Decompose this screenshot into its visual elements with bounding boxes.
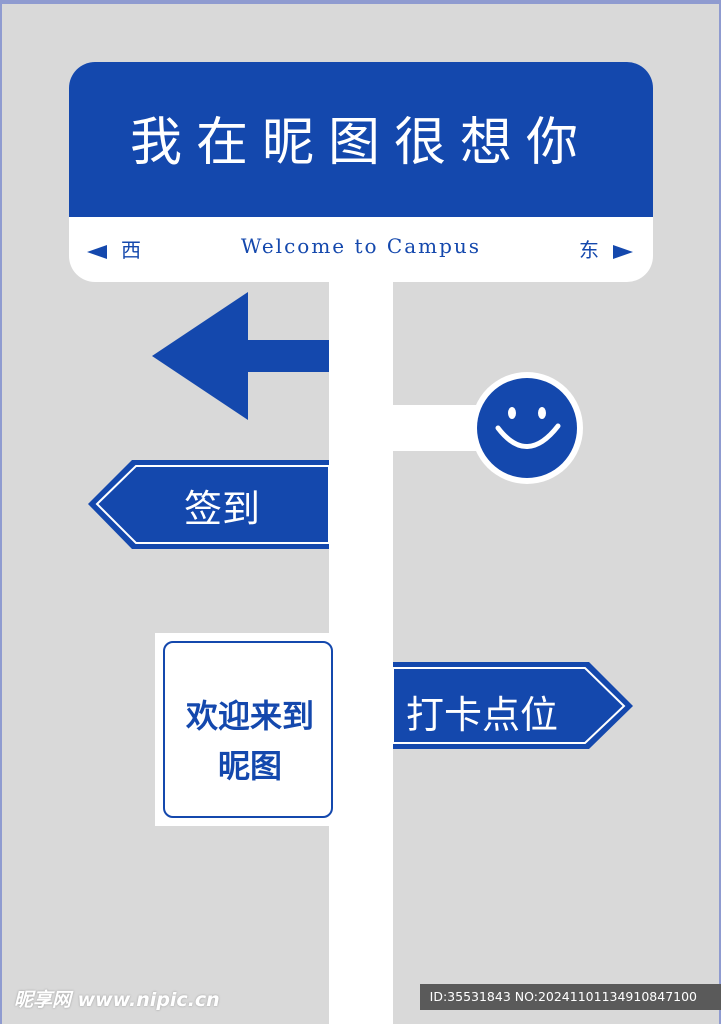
frame-right-line <box>719 0 721 1024</box>
smiley-branch <box>393 405 483 451</box>
checkin-sign <box>88 460 330 549</box>
welcome-line-1: 欢迎来到 <box>185 697 314 735</box>
frame-left-line <box>0 0 2 1024</box>
welcome-card-border: 欢迎来到 昵图 <box>163 641 333 818</box>
east-label: 东 <box>579 238 599 262</box>
west-direction: 西 <box>87 234 141 263</box>
east-direction: 东 <box>579 234 633 263</box>
welcome-card: 欢迎来到 昵图 <box>155 633 341 826</box>
watermark-id: ID:35531843 NO:20241101134910847100 <box>419 984 721 1010</box>
main-sign-board: 我在昵图很想你 西 Welcome to Campus 东 <box>69 62 653 282</box>
checkin-label: 签到 <box>184 487 261 531</box>
arrow-left-icon <box>152 292 329 420</box>
smiley-face-icon <box>471 372 583 484</box>
west-label: 西 <box>121 238 141 262</box>
watermark-site: 昵享网 www.nipic.cn <box>14 989 220 1011</box>
main-sign-header <box>69 62 653 217</box>
frame-top-line <box>0 0 721 4</box>
main-sign-title: 我在昵图很想你 <box>129 113 592 173</box>
photo-spot-label: 打卡点位 <box>406 693 559 737</box>
triangle-right-icon <box>613 244 633 259</box>
photo-spot-sign <box>392 662 633 749</box>
welcome-line-2: 昵图 <box>217 747 282 785</box>
main-sign-subtitle: Welcome to Campus <box>240 234 482 258</box>
triangle-left-icon <box>87 244 107 259</box>
